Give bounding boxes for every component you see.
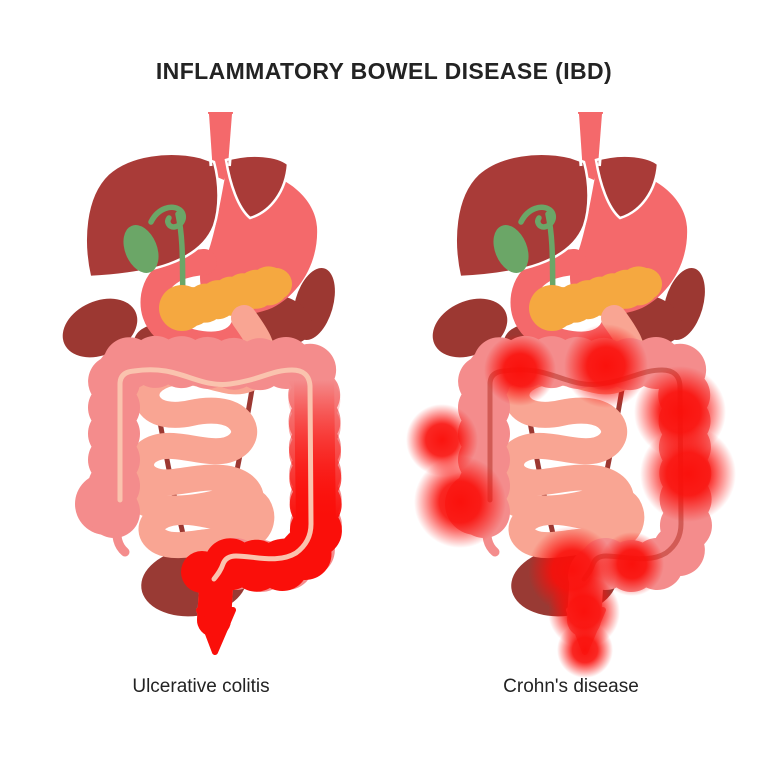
figure-ulcerative-colitis (53, 112, 342, 652)
label-crohns-disease: Crohn's disease (503, 676, 639, 697)
label-ulcerative-colitis: Ulcerative colitis (132, 676, 270, 697)
crohns-inflammation-patches (406, 324, 736, 678)
page-title: INFLAMMATORY BOWEL DISEASE (IBD) (155, 58, 613, 84)
figure-crohns-disease (406, 112, 736, 678)
